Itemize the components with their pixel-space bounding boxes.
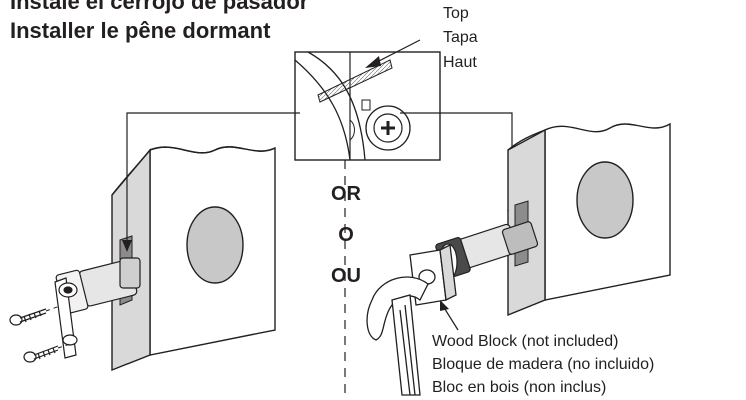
wood-block-label-spanish: Bloque de madera (no incluido) [432,356,655,373]
or-label-french: OU [331,265,361,287]
wood-block-pointer [442,305,459,331]
wood-block-label-french: Bloc en bois (non inclus) [432,379,607,396]
screws [9,308,59,363]
hammer [366,276,429,396]
heading-spanish: Instale el cerrojo de pasador [10,0,309,14]
top-label-english: Top [443,5,469,22]
screw-guide-lines [45,305,71,349]
or-label-english: OR [331,183,361,205]
top-label-spanish: Tapa [443,29,478,46]
left-deadbolt-latch [54,257,141,359]
left-bore-hole [186,206,244,284]
top-label-french: Haut [443,54,477,71]
magnified-inset [294,39,441,161]
wood-block-label-english: Wood Block (not included) [432,333,619,350]
wood-block-pointer-head [440,300,449,311]
left-connector-arrowhead [122,240,132,252]
right-bore-hole [576,161,634,239]
or-label-spanish: O [338,224,354,246]
heading-french: Installer le pêne dormant [10,18,271,43]
